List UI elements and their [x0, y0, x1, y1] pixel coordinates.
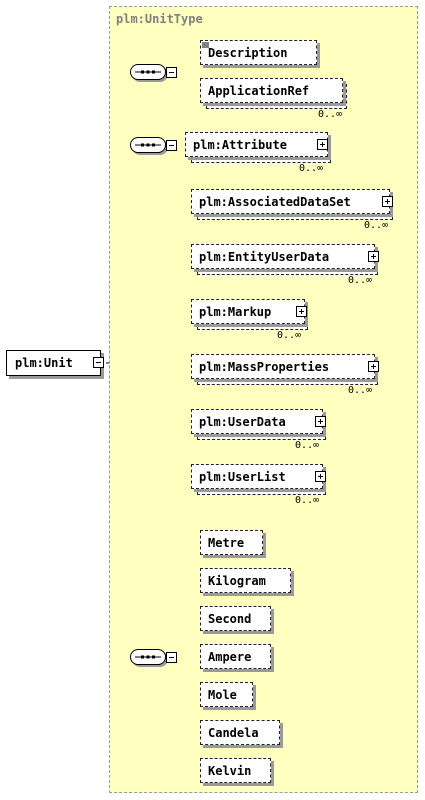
occurrence-label: 0..∞	[318, 109, 343, 120]
expand-icon[interactable]	[315, 471, 326, 482]
element-applicationref[interactable]: ApplicationRef	[200, 78, 343, 103]
element-userlist[interactable]: plm:UserList	[191, 464, 323, 489]
element-label: Kelvin	[208, 764, 252, 778]
element-description[interactable]: Description	[200, 40, 317, 65]
element-label: Candela	[208, 726, 259, 740]
element-label: Kilogram	[208, 574, 266, 588]
element-mole[interactable]: Mole	[200, 682, 253, 707]
sequence-compositor-icon	[130, 649, 166, 665]
element-label: plm:UserList	[199, 470, 286, 484]
element-label: plm:AssociatedDataSet	[199, 195, 351, 209]
element-markup[interactable]: plm:Markup	[191, 299, 305, 324]
expand-icon[interactable]	[296, 306, 307, 317]
element-kelvin[interactable]: Kelvin	[200, 758, 271, 783]
element-associateddataset[interactable]: plm:AssociatedDataSet	[191, 189, 390, 214]
element-label: Metre	[208, 536, 245, 550]
complex-type-box	[109, 6, 418, 793]
occurrence-label: 0..∞	[348, 275, 373, 286]
element-label: plm:Markup	[199, 305, 272, 319]
element-kilogram[interactable]: Kilogram	[200, 568, 291, 593]
occurrence-label: 0..∞	[348, 385, 373, 396]
sequence-collapse-toggle[interactable]	[166, 652, 177, 663]
root-collapse-toggle[interactable]	[93, 357, 104, 368]
element-second[interactable]: Second	[200, 606, 271, 631]
expand-icon[interactable]	[382, 196, 393, 207]
sequence-compositor-icon	[130, 64, 166, 80]
element-label: Description	[208, 46, 288, 60]
sequence-collapse-toggle[interactable]	[166, 140, 177, 151]
expand-icon[interactable]	[368, 361, 379, 372]
occurrence-label: 0..∞	[295, 440, 320, 451]
element-attribute[interactable]: plm:Attribute	[185, 132, 328, 157]
element-label: Mole	[208, 688, 237, 702]
occurrence-label: 0..∞	[364, 220, 389, 231]
element-label: Ampere	[208, 650, 252, 664]
element-metre[interactable]: Metre	[200, 530, 263, 555]
occurrence-label: 0..∞	[299, 163, 324, 174]
expand-icon[interactable]	[368, 251, 379, 262]
sequence-collapse-toggle[interactable]	[166, 67, 177, 78]
occurrence-label: 0..∞	[277, 330, 302, 341]
element-entityuserdata[interactable]: plm:EntityUserData	[191, 244, 375, 269]
element-label: plm:UserData	[199, 415, 286, 429]
element-label: plm:EntityUserData	[199, 250, 330, 264]
element-label: Second	[208, 612, 252, 626]
type-title: plm:UnitType	[116, 12, 203, 26]
root-element-label: plm:Unit	[15, 356, 73, 370]
sequence-compositor-icon	[130, 137, 166, 153]
element-label: ApplicationRef	[208, 84, 310, 98]
element-userdata[interactable]: plm:UserData	[191, 409, 323, 434]
element-label: plm:Attribute	[193, 138, 287, 152]
expand-icon[interactable]	[317, 139, 328, 150]
root-element[interactable]: plm:Unit	[6, 350, 101, 376]
element-massproperties[interactable]: plm:MassProperties	[191, 354, 375, 379]
occurrence-label: 0..∞	[295, 495, 320, 506]
element-label: plm:MassProperties	[199, 360, 330, 374]
element-candela[interactable]: Candela	[200, 720, 280, 745]
element-ampere[interactable]: Ampere	[200, 644, 271, 669]
expand-icon[interactable]	[315, 416, 326, 427]
